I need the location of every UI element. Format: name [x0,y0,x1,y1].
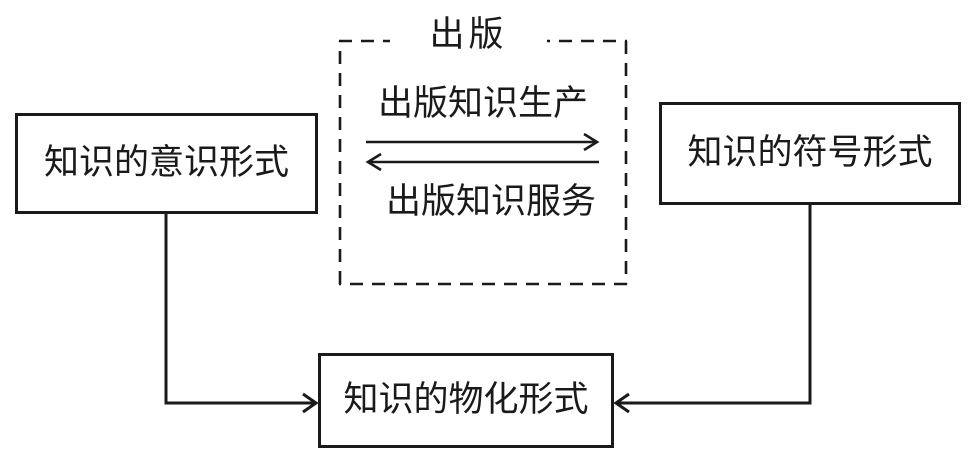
node-knowledge-materialized-form: 知识的物化形式 [318,353,614,448]
right-to-bottom-connector [613,204,812,414]
node-knowledge-consciousness-form: 知识的意识形式 [15,113,318,214]
node-label: 知识的符号形式 [687,133,933,173]
arrow-right-icon [583,132,600,152]
node-label: 知识的意识形式 [43,143,289,183]
service-arrow [365,152,599,172]
production-arrow [366,132,600,152]
left-to-bottom-connector [164,214,319,414]
arrow-left-icon [613,392,630,414]
production-flow-label: 出版知识生产 [377,84,588,124]
service-flow-label: 出版知识服务 [385,182,596,222]
arrow-right-icon [302,392,319,414]
node-label: 知识的物化形式 [343,380,589,420]
publishing-group-title: 出版 [390,14,547,56]
arrow-left-icon [365,152,382,172]
node-knowledge-symbol-form: 知识的符号形式 [659,102,961,205]
